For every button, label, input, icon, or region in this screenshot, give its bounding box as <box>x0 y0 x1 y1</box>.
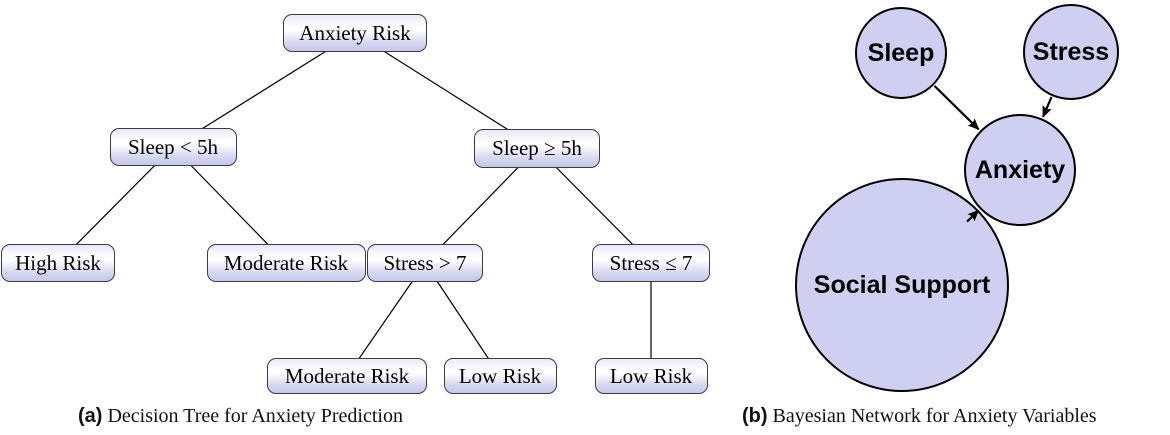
tree-edge-sleep-lt-5h--high-risk <box>57 146 174 264</box>
caption-a: (a) Decision Tree for Anxiety Prediction <box>78 403 403 429</box>
tree-edge-sleep-lt-5h--moderate-risk-1 <box>172 146 287 264</box>
network-node-anxiety: Anxiety <box>964 114 1076 226</box>
caption-a-text: Decision Tree for Anxiety Prediction <box>107 405 403 427</box>
tree-node-high-risk: High Risk <box>1 244 115 282</box>
caption-a-label: (a) <box>78 405 103 427</box>
caption-b: (b) Bayesian Network for Anxiety Variabl… <box>742 403 1097 429</box>
tree-node-stress-gt-7: Stress > 7 <box>367 244 483 282</box>
tree-node-sleep-lt-5h: Sleep < 5h <box>109 128 237 166</box>
tree-node-low-risk-2: Low Risk <box>594 358 708 394</box>
tree-node-moderate-risk-2: Moderate Risk <box>267 358 427 394</box>
network-node-stress: Stress <box>1023 4 1119 100</box>
network-node-social-support: Social Support <box>795 178 1009 392</box>
caption-b-text: Bayesian Network for Anxiety Variables <box>772 405 1097 427</box>
tree-node-low-risk-1: Low Risk <box>443 358 557 394</box>
tree-node-stress-le-7: Stress ≤ 7 <box>592 244 710 282</box>
tree-node-sleep-ge-5h: Sleep ≥ 5h <box>474 128 600 168</box>
network-node-sleep: Sleep <box>855 7 947 99</box>
caption-b-label: (b) <box>742 405 768 427</box>
tree-node-anxiety-risk: Anxiety Risk <box>283 14 427 52</box>
tree-node-moderate-risk-1: Moderate Risk <box>206 244 366 282</box>
